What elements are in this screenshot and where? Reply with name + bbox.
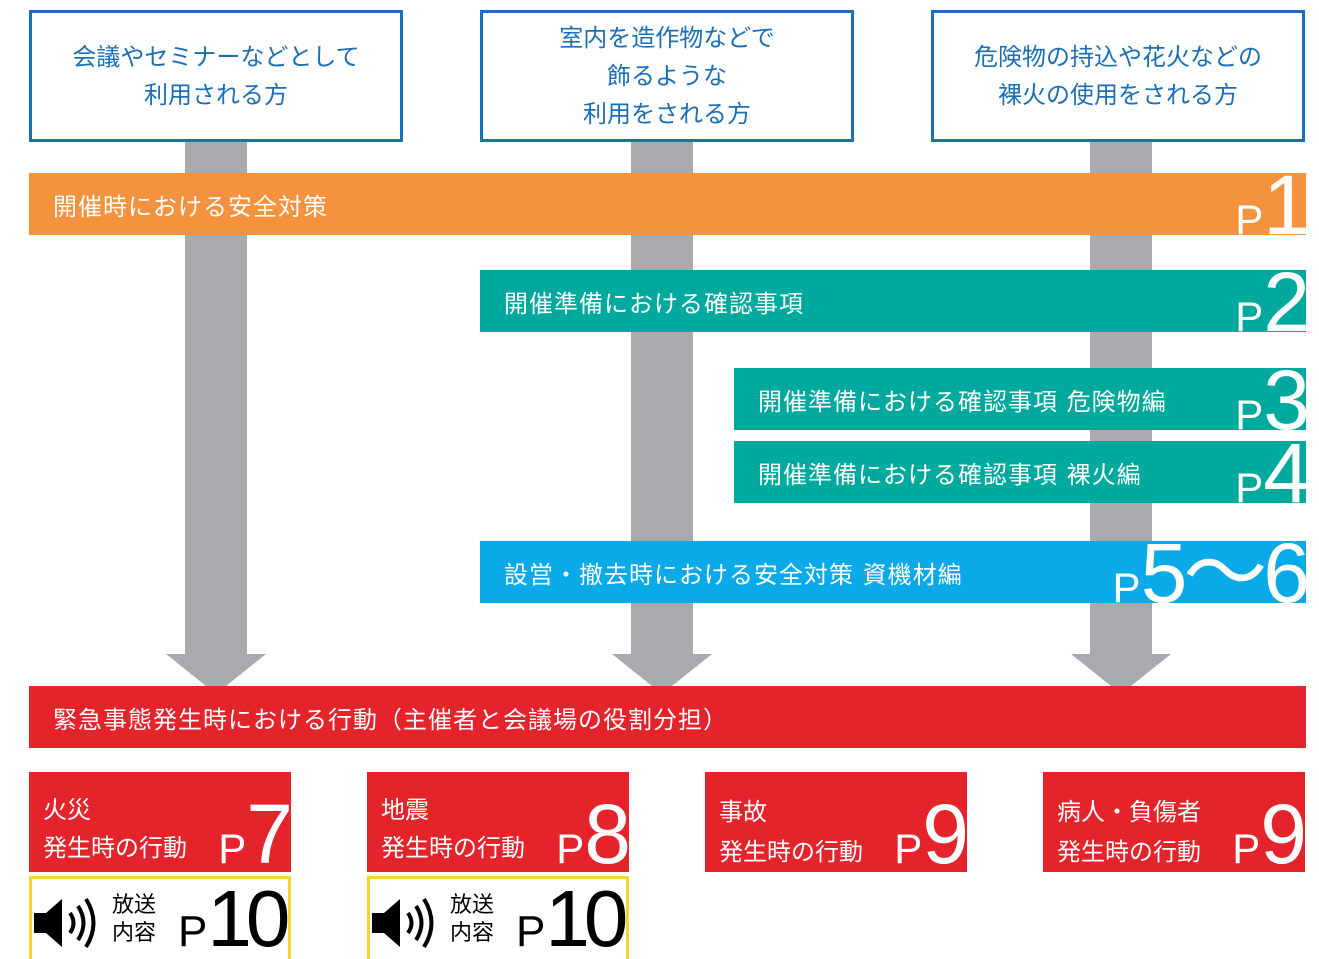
band-preparation-check: 開催準備における確認事項 P2 — [480, 260, 1310, 344]
page-ref: P3 — [1235, 353, 1310, 447]
page-ref: P10 — [516, 876, 626, 959]
page-ref: P2 — [1235, 255, 1310, 349]
audience-box-line: 飾るような — [607, 62, 727, 90]
emergency-subtitle: 発生時の行動 — [1057, 838, 1201, 866]
broadcast-box-fire: 放送 内容 P10 — [29, 876, 291, 959]
emergency-subtitle: 発生時の行動 — [43, 834, 187, 862]
audience-box-line: 危険物の持込や花火などの — [974, 43, 1262, 71]
broadcast-label: 内容 — [450, 921, 495, 946]
audience-box-line: 会議やセミナーなどとして — [72, 43, 360, 71]
emergency-subtitle: 発生時の行動 — [381, 834, 525, 862]
audience-box-line: 利用される方 — [144, 81, 288, 109]
band-label: 開催準備における確認事項 — [504, 289, 804, 318]
emergency-box-sick-injured: 病人・負傷者 発生時の行動 P9 — [1043, 772, 1305, 872]
band-preparation-open-flame: 開催準備における確認事項 裸火編 P4 — [734, 431, 1310, 515]
band-label: 開催時における安全対策 — [53, 192, 328, 221]
band-label: 緊急事態発生時における行動（主催者と会議場の役割分担） — [53, 705, 728, 734]
emergency-title: 病人・負傷者 — [1057, 798, 1201, 826]
audience-box-line: 室内を造作物などで — [559, 24, 775, 52]
page-ref: P7 — [218, 787, 291, 872]
broadcast-label: 放送 — [450, 893, 495, 918]
audience-box-line: 裸火の使用をされる方 — [998, 81, 1238, 109]
emergency-box-accident: 事故 発生時の行動 P9 — [705, 772, 967, 872]
page-ref: P8 — [556, 787, 629, 872]
audience-box-line: 利用をされる方 — [583, 100, 751, 128]
broadcast-label: 内容 — [112, 921, 157, 946]
speaker-icon — [372, 897, 434, 949]
emergency-title: 火災 — [43, 796, 91, 824]
page-ref: P9 — [894, 787, 967, 872]
emergency-subtitle: 発生時の行動 — [719, 838, 863, 866]
broadcast-label: 放送 — [112, 893, 157, 918]
band-setup-teardown: 設営・撤去時における安全対策 資機材編 P5～6 — [480, 531, 1310, 615]
emergency-box-fire: 火災 発生時の行動 P7 — [29, 772, 291, 872]
page-ref: P5～6 — [1112, 526, 1310, 620]
audience-box-hazards: 危険物の持込や花火などの 裸火の使用をされる方 — [931, 10, 1305, 142]
emergency-title: 地震 — [381, 796, 429, 824]
emergency-title: 事故 — [719, 798, 767, 826]
page-ref: P10 — [178, 876, 288, 959]
band-emergency-actions: 緊急事態発生時における行動（主催者と会議場の役割分担） — [29, 686, 1306, 748]
band-label: 開催準備における確認事項 危険物編 — [758, 387, 1167, 416]
band-safety-during-event: 開催時における安全対策 P1 — [29, 163, 1310, 247]
speaker-icon — [34, 897, 96, 949]
audience-box-meetings: 会議やセミナーなどとして 利用される方 — [29, 10, 403, 142]
band-label: 開催準備における確認事項 裸火編 — [758, 460, 1142, 489]
audience-box-decorations: 室内を造作物などで 飾るような 利用をされる方 — [480, 10, 854, 142]
page-ref: P4 — [1235, 426, 1310, 520]
page-ref: P1 — [1235, 158, 1310, 252]
page-ref: P9 — [1232, 787, 1305, 872]
band-label: 設営・撤去時における安全対策 資機材編 — [504, 560, 963, 589]
broadcast-box-earthquake: 放送 内容 P10 — [367, 876, 629, 959]
band-preparation-hazardous: 開催準備における確認事項 危険物編 P3 — [734, 358, 1310, 442]
emergency-box-earthquake: 地震 発生時の行動 P8 — [367, 772, 629, 872]
